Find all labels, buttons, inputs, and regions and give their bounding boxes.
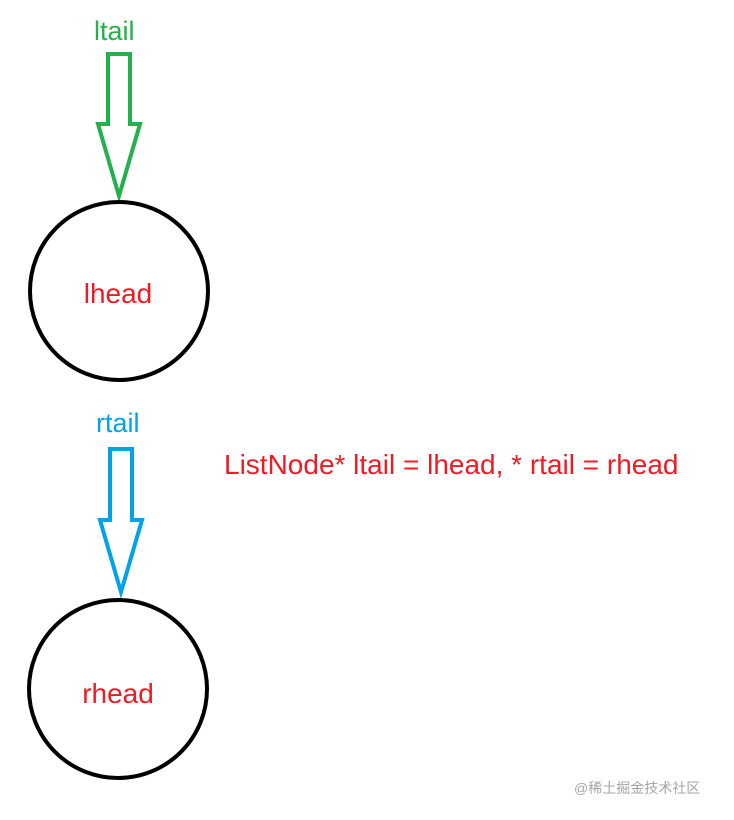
lhead-node-label: lhead <box>83 278 153 309</box>
lhead-node-circle <box>28 200 210 382</box>
rtail-label: rtail <box>96 408 140 438</box>
code-statement: ListNode* ltail = lhead, * rtail = rhead <box>224 449 679 480</box>
rhead-node-label: rhead <box>82 678 154 709</box>
rhead-node-circle <box>27 598 209 780</box>
watermark: @稀土掘金技术社区 <box>574 780 701 796</box>
ltail-arrow-icon <box>95 52 143 204</box>
ltail-label: ltail <box>94 16 135 46</box>
rtail-arrow-icon <box>97 447 145 600</box>
